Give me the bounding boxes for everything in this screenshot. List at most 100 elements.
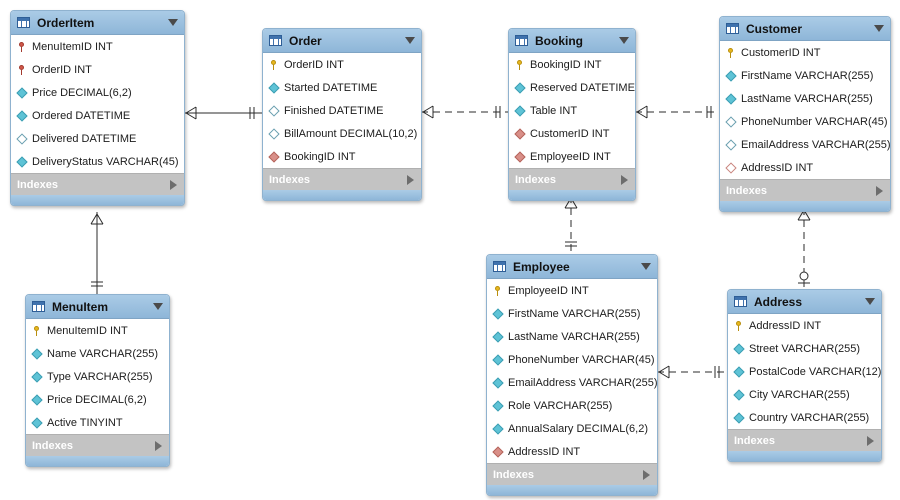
column-icon [493, 378, 502, 387]
collapse-toggle-icon[interactable] [153, 303, 163, 310]
column-row[interactable]: Active TINYINT [26, 411, 169, 434]
expand-arrow-icon[interactable] [867, 436, 874, 446]
column-row[interactable]: PostalCode VARCHAR(12) [728, 360, 881, 383]
expand-arrow-icon[interactable] [621, 175, 628, 185]
relationship-customer-address [797, 208, 811, 289]
column-row[interactable]: BillAmount DECIMAL(10,2) [263, 122, 421, 145]
table-header[interactable]: Employee [487, 255, 657, 279]
indexes-section[interactable]: Indexes [11, 173, 184, 195]
column-row[interactable]: MenuItemID INT [11, 35, 184, 58]
column-row[interactable]: FirstName VARCHAR(255) [720, 64, 890, 87]
primary-key-icon [726, 48, 735, 58]
table-employee[interactable]: Employee EmployeeID INT FirstName VARCHA… [486, 254, 658, 496]
column-row[interactable]: BookingID INT [263, 145, 421, 168]
column-label: PostalCode VARCHAR(12) [749, 365, 882, 378]
collapse-toggle-icon[interactable] [874, 25, 884, 32]
column-row[interactable]: EmailAddress VARCHAR(255) [487, 371, 657, 394]
table-icon [269, 35, 282, 46]
table-header[interactable]: Address [728, 290, 881, 314]
indexes-section[interactable]: Indexes [728, 429, 881, 451]
column-label: Ordered DATETIME [32, 109, 131, 122]
column-row[interactable]: EmailAddress VARCHAR(255) [720, 133, 890, 156]
table-header[interactable]: OrderItem [11, 11, 184, 35]
expand-arrow-icon[interactable] [155, 441, 162, 451]
collapse-toggle-icon[interactable] [405, 37, 415, 44]
column-icon [515, 83, 524, 92]
table-orderitem[interactable]: OrderItem MenuItemID INT OrderID INT Pri… [10, 10, 185, 206]
column-row[interactable]: CustomerID INT [509, 122, 635, 145]
column-label: Street VARCHAR(255) [749, 342, 861, 355]
table-header[interactable]: Order [263, 29, 421, 53]
column-row[interactable]: EmployeeID INT [509, 145, 635, 168]
expand-arrow-icon[interactable] [407, 175, 414, 185]
column-row[interactable]: Type VARCHAR(255) [26, 365, 169, 388]
table-name: Address [754, 294, 803, 309]
column-row[interactable]: FirstName VARCHAR(255) [487, 302, 657, 325]
column-row[interactable]: AnnualSalary DECIMAL(6,2) [487, 417, 657, 440]
table-menuitem[interactable]: MenuItem MenuItemID INT Name VARCHAR(255… [25, 294, 170, 467]
column-row[interactable]: MenuItemID INT [26, 319, 169, 342]
collapse-toggle-icon[interactable] [641, 263, 651, 270]
table-header[interactable]: Customer [720, 17, 890, 41]
column-row[interactable]: PhoneNumber VARCHAR(45) [720, 110, 890, 133]
collapse-toggle-icon[interactable] [865, 298, 875, 305]
column-row[interactable]: Price DECIMAL(6,2) [11, 81, 184, 104]
column-row[interactable]: BookingID INT [509, 53, 635, 76]
column-row[interactable]: PhoneNumber VARCHAR(45) [487, 348, 657, 371]
column-row[interactable]: CustomerID INT [720, 41, 890, 64]
table-customer[interactable]: Customer CustomerID INT FirstName VARCHA… [719, 16, 891, 212]
collapse-toggle-icon[interactable] [619, 37, 629, 44]
expand-arrow-icon[interactable] [643, 470, 650, 480]
column-icon [734, 344, 743, 353]
table-address[interactable]: Address AddressID INT Street VARCHAR(255… [727, 289, 882, 462]
indexes-section[interactable]: Indexes [26, 434, 169, 456]
nullable-column-icon [17, 134, 26, 143]
column-label: FirstName VARCHAR(255) [741, 69, 874, 82]
indexes-section[interactable]: Indexes [720, 179, 890, 201]
column-row[interactable]: AddressID INT [728, 314, 881, 337]
column-row[interactable]: LastName VARCHAR(255) [487, 325, 657, 348]
column-row[interactable]: Role VARCHAR(255) [487, 394, 657, 417]
collapse-toggle-icon[interactable] [168, 19, 178, 26]
column-row[interactable]: Ordered DATETIME [11, 104, 184, 127]
expand-arrow-icon[interactable] [876, 186, 883, 196]
expand-arrow-icon[interactable] [170, 180, 177, 190]
column-row[interactable]: DeliveryStatus VARCHAR(45) [11, 150, 184, 173]
indexes-label: Indexes [734, 434, 775, 447]
column-row[interactable]: LastName VARCHAR(255) [720, 87, 890, 110]
table-header[interactable]: Booking [509, 29, 635, 53]
column-row[interactable]: AddressID INT [720, 156, 890, 179]
column-row[interactable]: Delivered DATETIME [11, 127, 184, 150]
column-label: AnnualSalary DECIMAL(6,2) [508, 422, 649, 435]
column-icon [726, 94, 735, 103]
column-row[interactable]: City VARCHAR(255) [728, 383, 881, 406]
table-name: OrderItem [37, 15, 95, 30]
column-row[interactable]: Country VARCHAR(255) [728, 406, 881, 429]
table-header[interactable]: MenuItem [26, 295, 169, 319]
foreign-key-column-icon [515, 129, 524, 138]
indexes-section[interactable]: Indexes [509, 168, 635, 190]
table-name: Customer [746, 21, 803, 36]
column-row[interactable]: OrderID INT [263, 53, 421, 76]
table-icon [515, 35, 528, 46]
indexes-section[interactable]: Indexes [263, 168, 421, 190]
relationship-order-booking [421, 105, 508, 119]
indexes-section[interactable]: Indexes [487, 463, 657, 485]
column-row[interactable]: Reserved DATETIME [509, 76, 635, 99]
table-booking[interactable]: Booking BookingID INT Reserved DATETIME … [508, 28, 636, 201]
column-row[interactable]: EmployeeID INT [487, 279, 657, 302]
column-row[interactable]: Name VARCHAR(255) [26, 342, 169, 365]
column-row[interactable]: Table INT [509, 99, 635, 122]
column-label: Active TINYINT [47, 416, 123, 429]
column-row[interactable]: Price DECIMAL(6,2) [26, 388, 169, 411]
column-row[interactable]: Started DATETIME [263, 76, 421, 99]
column-row[interactable]: AddressID INT [487, 440, 657, 463]
column-row[interactable]: Street VARCHAR(255) [728, 337, 881, 360]
table-name: Booking [535, 33, 583, 48]
nullable-foreign-key-column-icon [726, 163, 735, 172]
indexes-label: Indexes [515, 173, 556, 186]
column-row[interactable]: OrderID INT [11, 58, 184, 81]
column-label: BookingID INT [530, 58, 602, 71]
column-row[interactable]: Finished DATETIME [263, 99, 421, 122]
table-order[interactable]: Order OrderID INT Started DATETIME Finis… [262, 28, 422, 201]
